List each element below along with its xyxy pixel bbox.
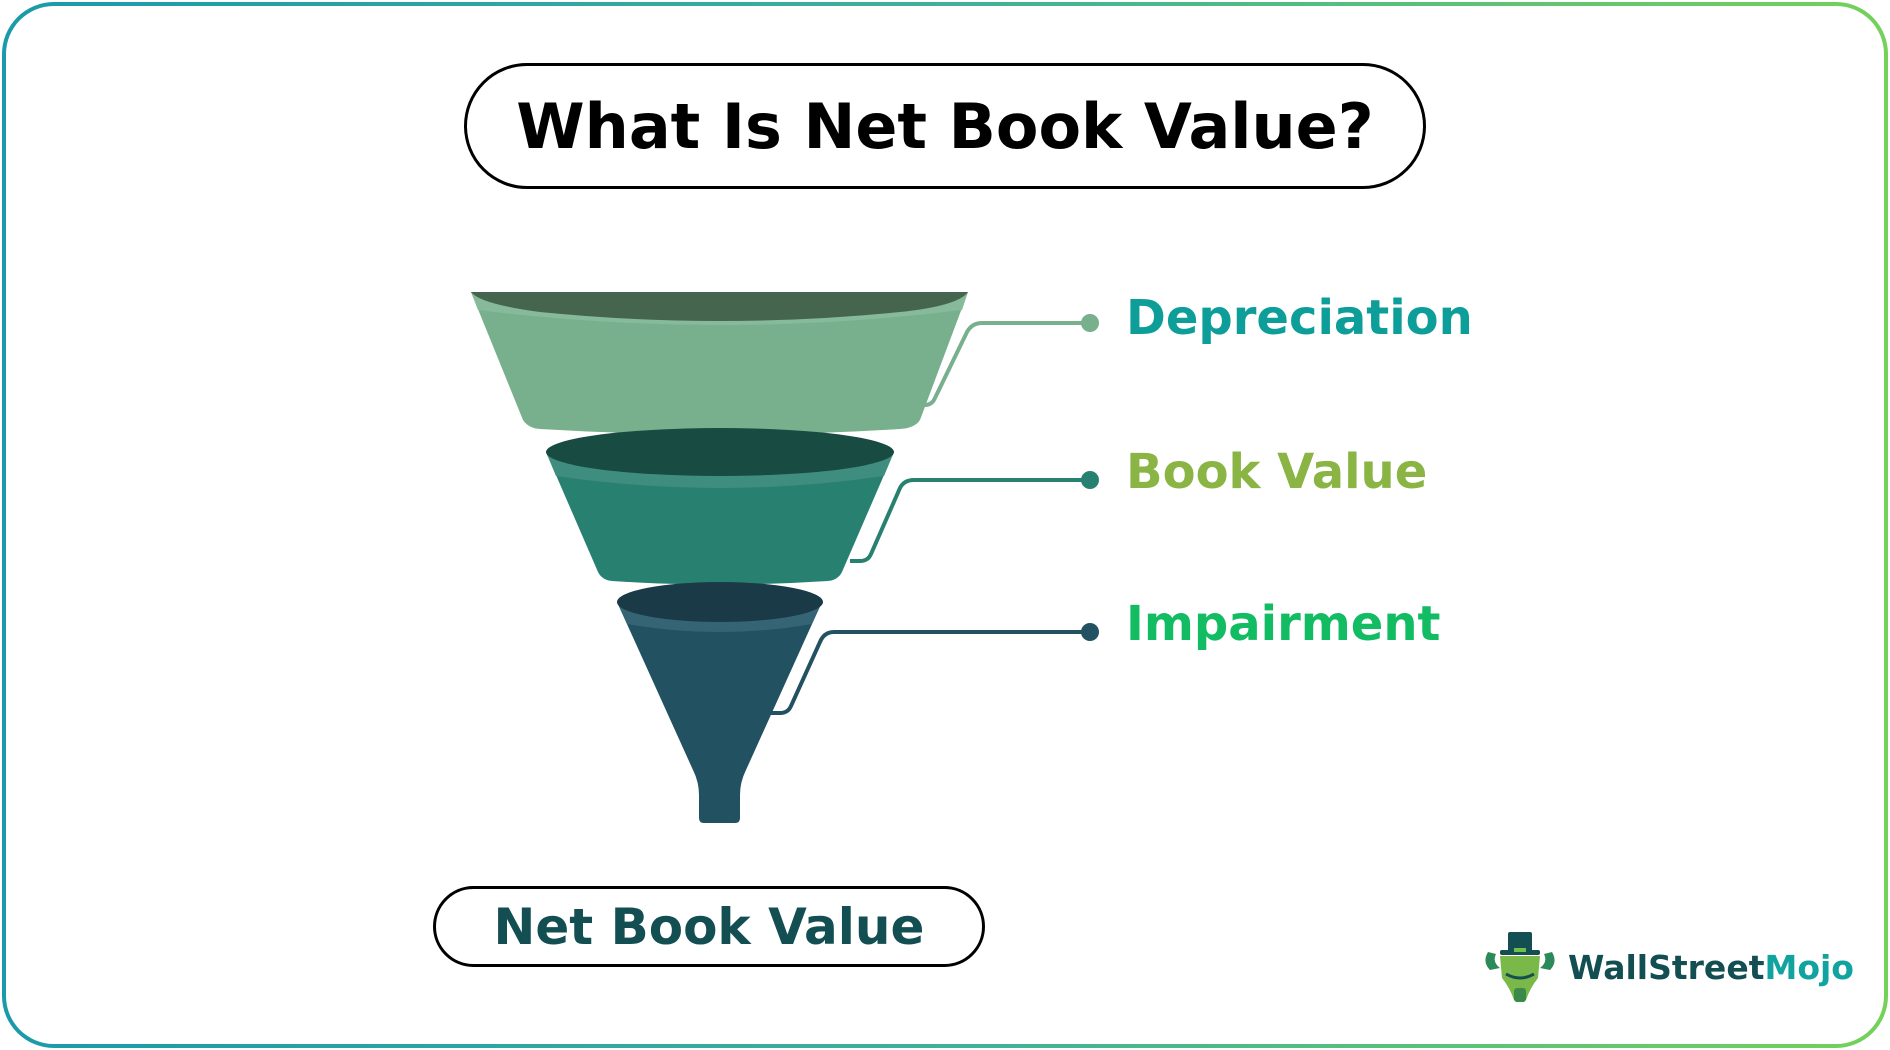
connector-line-depreciation <box>912 321 1088 407</box>
brand-name-part1: WallStreet <box>1568 948 1765 987</box>
connector-dot-impairment <box>1081 623 1099 641</box>
connector-line-book-value <box>850 478 1088 563</box>
title-pill: What Is Net Book Value? <box>464 63 1426 189</box>
label-depreciation: Depreciation <box>1126 290 1473 346</box>
funnel-segment-depreciation <box>471 292 968 435</box>
funnel-segment-impairment <box>617 582 823 823</box>
result-label: Net Book Value <box>493 897 925 956</box>
label-impairment: Impairment <box>1126 596 1441 652</box>
result-pill: Net Book Value <box>433 886 985 967</box>
connector-dot-book-value <box>1081 471 1099 489</box>
funnel-segment-book-value <box>546 428 894 585</box>
bull-top-hat-logo-icon <box>1485 932 1555 1002</box>
connector-dot-depreciation <box>1081 314 1099 332</box>
label-book-value: Book Value <box>1126 444 1428 500</box>
brand-name-part2: Mojo <box>1764 948 1854 987</box>
connector-line-impairment <box>770 630 1088 715</box>
page-title: What Is Net Book Value? <box>516 89 1374 163</box>
brand-logo: WallStreetMojo <box>1480 930 1854 1005</box>
